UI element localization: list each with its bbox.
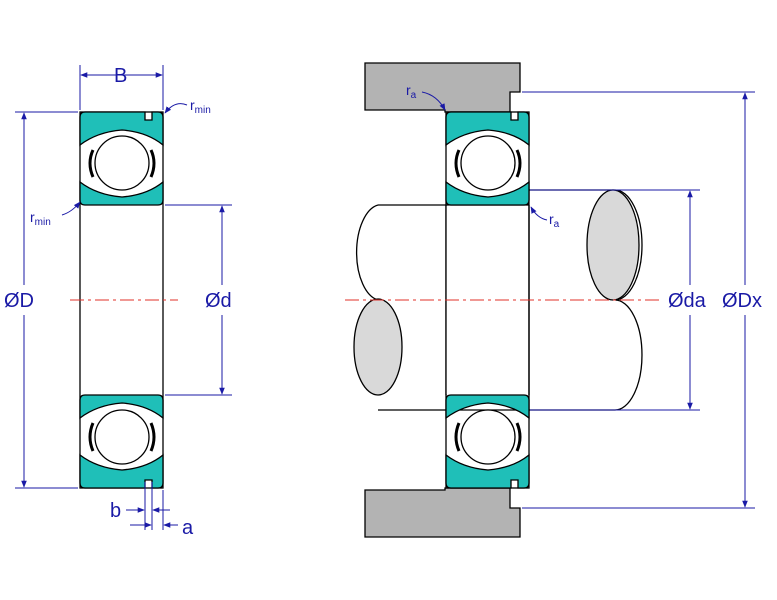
label-Oda: Øda <box>668 290 707 312</box>
cage-top-left <box>88 149 95 178</box>
ball-top <box>94 135 150 191</box>
label-rmin-left: rmin <box>30 209 51 228</box>
label-ODx: ØDx <box>722 290 762 312</box>
label-ra-top: ra <box>406 82 417 101</box>
mounted-ball-top <box>460 135 516 191</box>
label-a: a <box>182 517 194 539</box>
inner-ring-bottom <box>79 394 164 420</box>
cage-bottom-right <box>149 422 156 452</box>
label-B: B <box>114 65 127 87</box>
ball-bottom <box>94 409 150 465</box>
shaft-left-upper-end <box>355 204 379 301</box>
label-b: b <box>110 500 121 522</box>
mounted-ball-bottom <box>460 409 516 465</box>
rmin-top-leader <box>164 103 188 114</box>
mounted-inner-ring-top <box>445 180 530 206</box>
housing-top <box>364 62 521 113</box>
right-assembly <box>345 62 660 538</box>
shaft-end-face-right <box>586 189 640 301</box>
label-ra-right: ra <box>549 211 560 230</box>
shaft-end-face-left <box>353 298 403 396</box>
mounted-inner-ring-bottom <box>445 394 530 420</box>
outer-ring-bottom <box>79 453 164 489</box>
ra-top-leader <box>421 91 446 111</box>
left-dimensions <box>15 65 232 530</box>
rmin-left-leader <box>61 201 81 216</box>
right-dimensions <box>421 91 755 509</box>
ra-right-leader <box>530 206 548 221</box>
outer-ring-top <box>79 111 164 147</box>
left-bearing-section <box>70 111 178 489</box>
cage-bottom-left <box>88 422 95 452</box>
label-OD: ØD <box>4 290 34 312</box>
label-rmin-top: rmin <box>190 97 211 116</box>
inner-ring-top <box>79 180 164 206</box>
mounted-outer-ring-top <box>445 111 530 147</box>
mounted-outer-ring-bottom <box>445 453 530 489</box>
cage-top-right <box>149 149 156 178</box>
label-Od: Ød <box>205 290 232 312</box>
housing-bottom <box>364 487 521 538</box>
